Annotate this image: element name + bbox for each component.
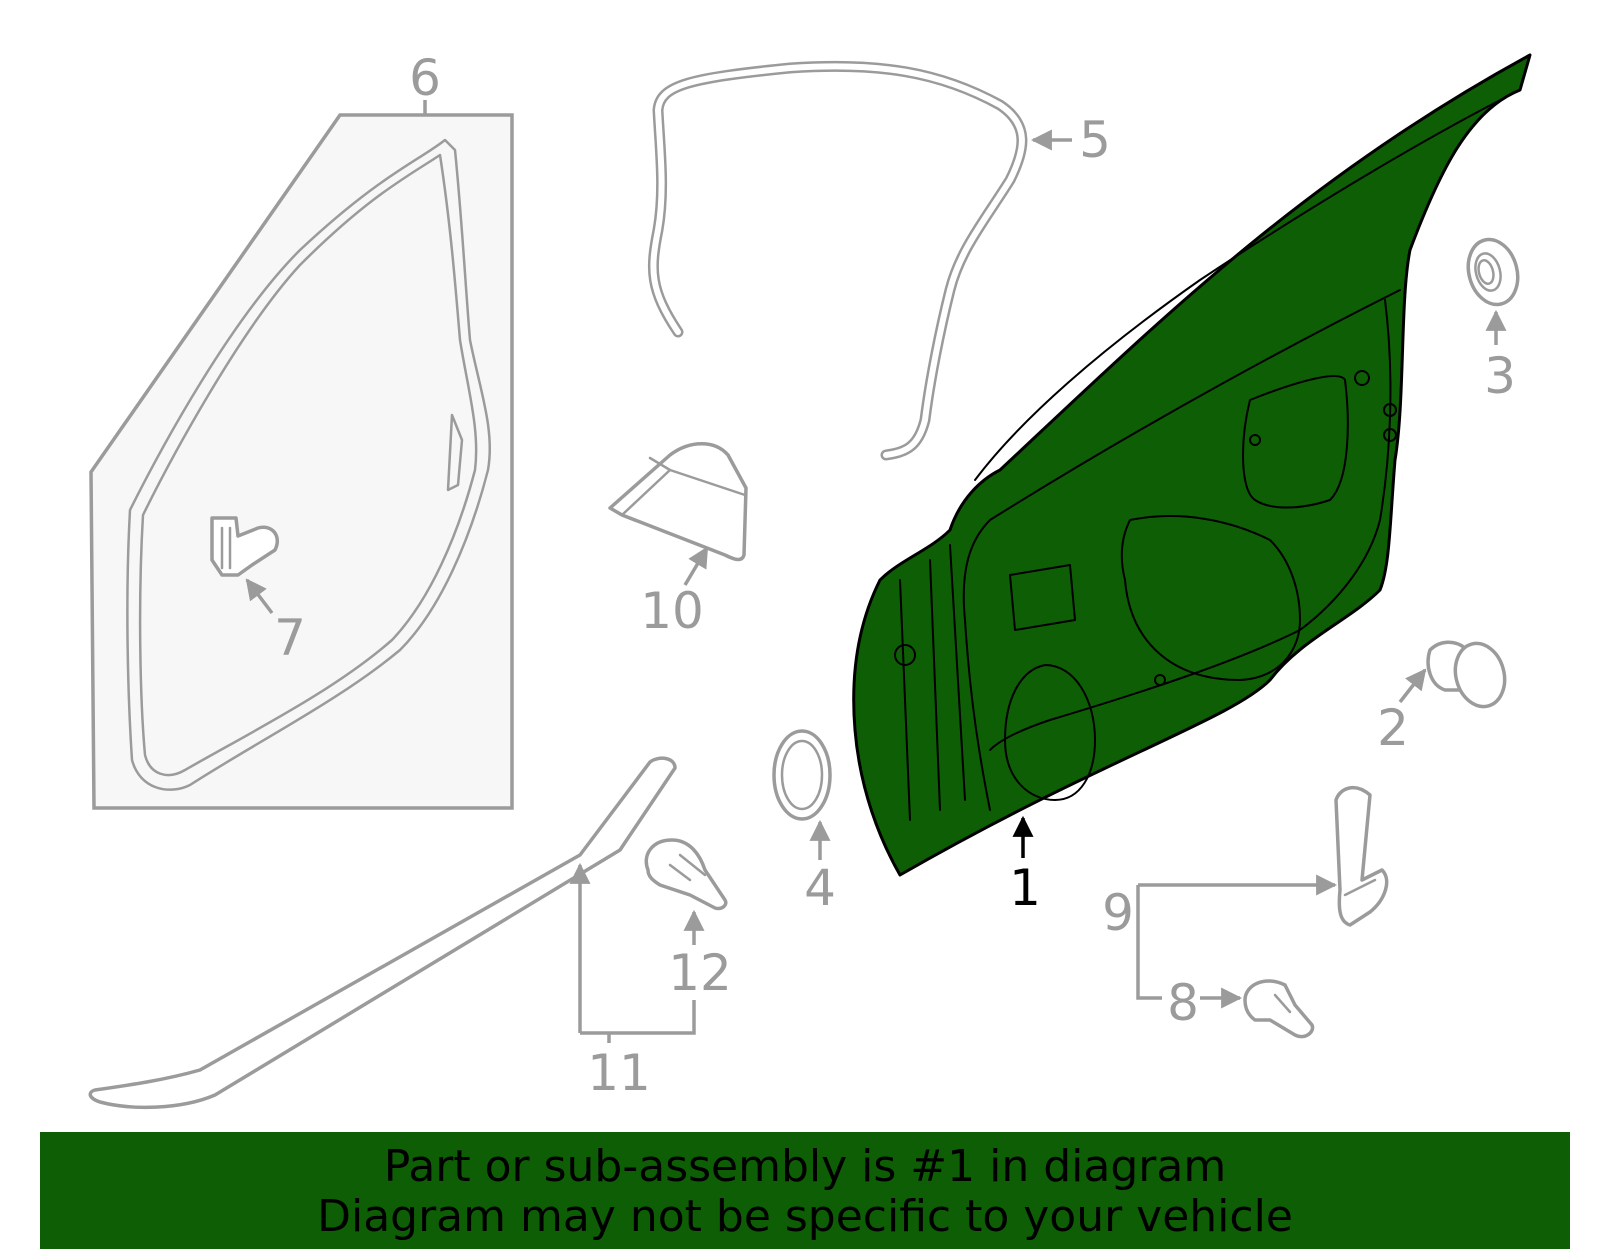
- part-11-sill-molding[interactable]: [88, 756, 677, 1110]
- part-4-callout: 4: [804, 819, 836, 917]
- callout-12-label: 12: [668, 944, 732, 1002]
- callout-11-label: 11: [587, 1044, 651, 1102]
- part-2-plug[interactable]: [1426, 638, 1511, 712]
- callout-7-label: 7: [274, 609, 306, 667]
- part-6-weatherstrip-panel[interactable]: [89, 113, 514, 810]
- part-8-callout: 8: [1167, 974, 1243, 1032]
- part-5-weatherstrip[interactable]: [647, 60, 1028, 461]
- part-9-callout: 9: [1102, 874, 1338, 1000]
- part-10-callout: 10: [640, 546, 709, 640]
- part-5-callout: 5: [1030, 111, 1111, 169]
- part-1-door-shell[interactable]: [852, 53, 1532, 877]
- callout-10-label: 10: [640, 582, 704, 640]
- callout-2-label: 2: [1377, 699, 1409, 757]
- part-6-callout: 6: [409, 49, 441, 115]
- part-2-callout: 2: [1377, 668, 1427, 757]
- part-7-callout: 7: [245, 578, 306, 667]
- callout-6-label: 6: [409, 49, 441, 107]
- footer-banner: Part or sub-assembly is #1 in diagram Di…: [40, 1132, 1570, 1249]
- part-12-callout: 12: [668, 909, 732, 1002]
- callout-8-label: 8: [1167, 974, 1199, 1032]
- part-11-callout: 11: [569, 862, 696, 1102]
- part-1-callout: 1: [1009, 815, 1041, 917]
- footer-line-1: Part or sub-assembly is #1 in diagram: [383, 1141, 1227, 1192]
- part-3-grommet[interactable]: [1461, 234, 1524, 310]
- part-9-bracket[interactable]: [1334, 785, 1389, 927]
- part-7-clip[interactable]: [210, 516, 280, 577]
- part-3-callout: 3: [1484, 309, 1516, 405]
- callout-3-label: 3: [1484, 347, 1516, 405]
- callout-5-label: 5: [1079, 111, 1111, 169]
- part-10-bracket[interactable]: [608, 442, 748, 562]
- callout-1-label: 1: [1009, 859, 1041, 917]
- callout-9-label: 9: [1102, 884, 1134, 942]
- part-12-clip[interactable]: [644, 838, 728, 911]
- callout-4-label: 4: [804, 859, 836, 917]
- part-8-clip[interactable]: [1243, 979, 1315, 1039]
- part-4-seal[interactable]: [772, 729, 832, 821]
- footer-line-2: Diagram may not be specific to your vehi…: [317, 1191, 1293, 1242]
